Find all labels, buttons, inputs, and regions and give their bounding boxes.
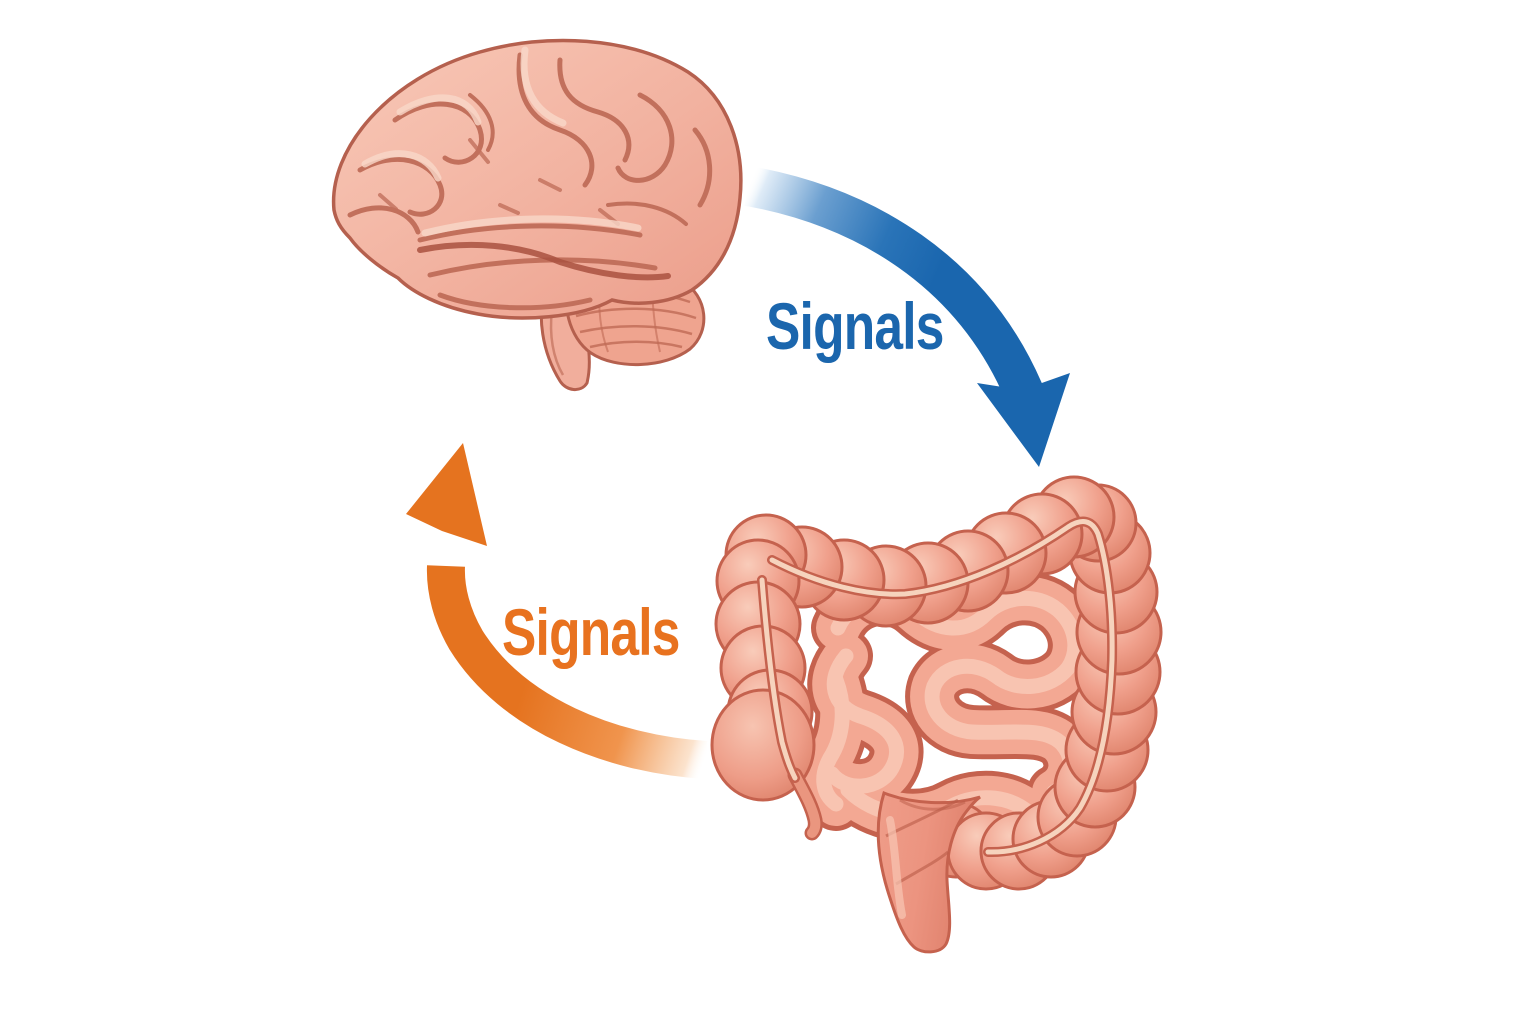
arrow-gut-to-brain — [406, 443, 708, 779]
arrow-brain-to-gut-shaft — [744, 166, 1047, 410]
arrow-gut-to-brain-shaft — [426, 565, 708, 779]
rectum — [876, 791, 981, 954]
arrow-brain-to-gut-head — [977, 373, 1070, 467]
arrow-brain-to-gut — [744, 166, 1070, 467]
tenia-coli-line — [757, 516, 1118, 858]
appendix — [787, 767, 823, 841]
signals-label-gut-to-brain: Signals — [502, 595, 680, 669]
arrow-gut-to-brain-head — [406, 443, 487, 546]
intestines-illustration — [710, 475, 1163, 954]
cerebrum — [331, 38, 743, 320]
signals-label-brain-to-gut: Signals — [766, 289, 944, 363]
brain-illustration — [331, 38, 743, 391]
